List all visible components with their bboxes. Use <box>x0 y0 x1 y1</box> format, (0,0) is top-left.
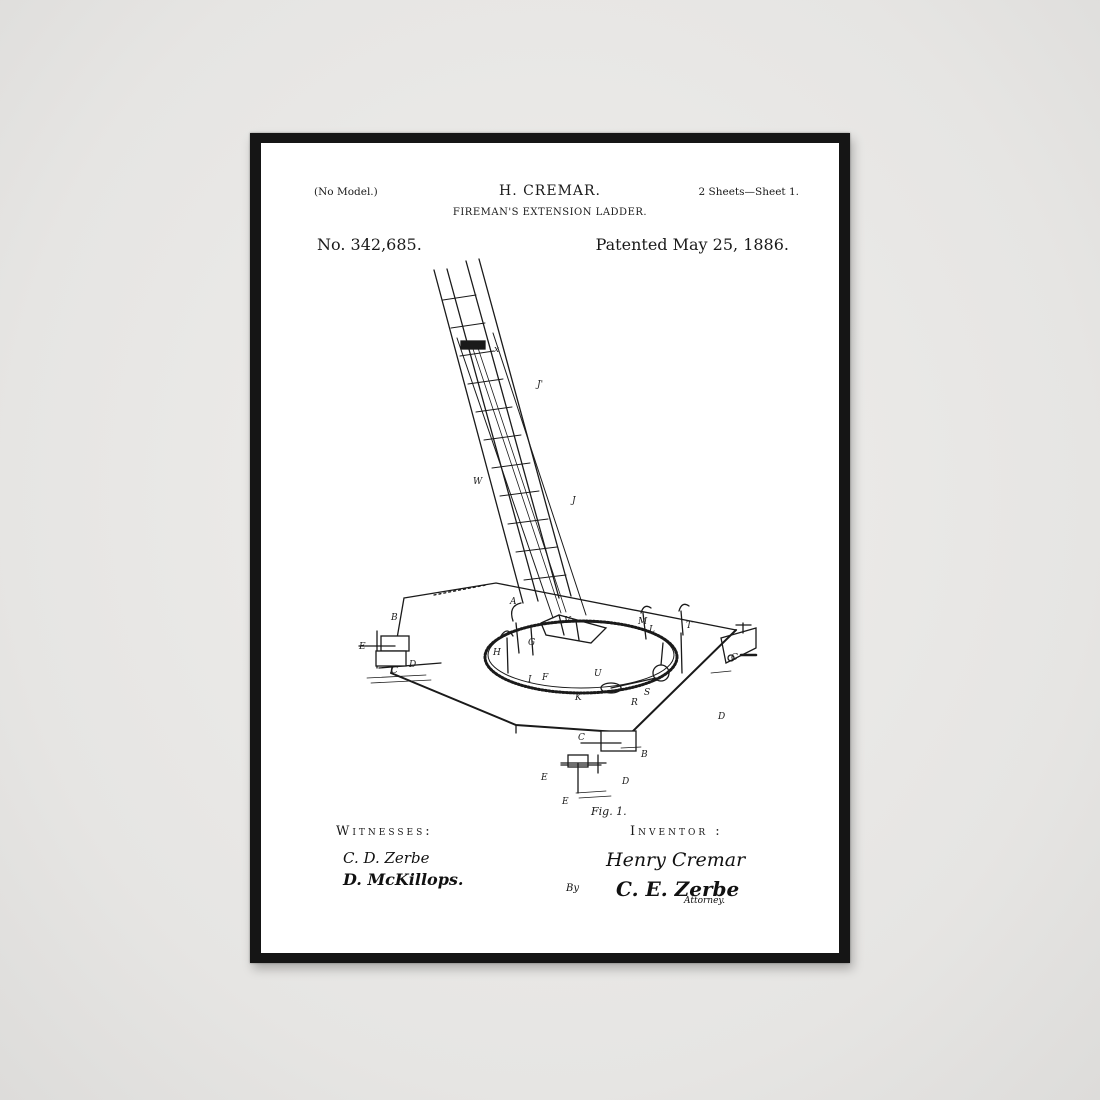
label-t: T <box>686 621 693 631</box>
winch-crank <box>600 642 670 694</box>
label-g: G <box>528 638 535 648</box>
label-b-front: B <box>640 750 648 760</box>
label-e: E <box>358 642 366 652</box>
label-d-right: D <box>717 712 725 722</box>
label-h: H <box>492 648 501 658</box>
label-w: W <box>473 477 483 487</box>
rope-guide-x <box>460 340 486 350</box>
label-e-lower: E <box>561 797 569 807</box>
label-s: S <box>644 688 650 698</box>
front-clamp <box>560 730 637 794</box>
witnesses-label: Witnesses: <box>336 824 433 839</box>
label-i: I <box>527 675 532 685</box>
attorney-signature: C. E. Zerbe <box>616 877 740 901</box>
label-m: M <box>637 617 648 627</box>
poster-frame: (No Model.) 2 Sheets—Sheet 1. H. CREMAR.… <box>250 133 850 963</box>
label-d: D <box>408 660 416 670</box>
inventor-name-heading: H. CREMAR. <box>498 183 602 199</box>
inventor-signature: Henry Cremar <box>606 849 746 871</box>
base-mechanism <box>510 602 690 656</box>
posts <box>500 630 683 674</box>
label-c: C <box>391 666 398 676</box>
label-k: K <box>574 693 583 703</box>
patent-date: Patented May 25, 1886. <box>595 235 789 254</box>
sheet-note: 2 Sheets—Sheet 1. <box>698 186 799 198</box>
platform <box>390 582 738 742</box>
label-d-front: D <box>621 777 629 787</box>
right-clamp <box>720 622 758 664</box>
label-c-front: C <box>578 733 585 743</box>
patent-number: No. 342,685. <box>317 235 422 254</box>
patent-print: (No Model.) 2 Sheets—Sheet 1. H. CREMAR.… <box>261 143 839 953</box>
inventor-label: Inventor : <box>630 824 723 839</box>
ladder-assembly <box>433 258 587 619</box>
label-e-front: E <box>540 773 548 783</box>
lower-ladder-section <box>456 332 587 619</box>
figure-label: Fig. 1. <box>590 805 627 818</box>
ladder-rungs <box>442 294 567 581</box>
model-note: (No Model.) <box>314 186 378 198</box>
label-a: A <box>509 597 517 607</box>
patent-title: FIREMAN'S EXTENSION LADDER. <box>452 207 648 218</box>
label-v: V <box>564 616 572 626</box>
left-clamp <box>358 630 442 669</box>
label-j-prime: J' <box>535 380 543 390</box>
attorney-label: Attorney. <box>684 896 726 906</box>
by-label: By <box>566 883 579 894</box>
label-r: R <box>630 698 638 708</box>
label-x: x <box>494 345 499 355</box>
label-f: F <box>541 673 549 683</box>
witness-signature-2: D. McKillops. <box>343 870 464 889</box>
ladder-drawing: x J' W J A B E C D H G I F K U V M L T R <box>358 258 758 818</box>
ground-shading <box>366 670 732 799</box>
label-l: L <box>648 625 655 635</box>
label-u: U <box>594 669 602 679</box>
label-b: B <box>390 613 398 623</box>
label-j: J <box>570 496 577 506</box>
witness-signature-1: C. D. Zerbe <box>343 849 430 867</box>
label-c-right: C <box>731 653 738 663</box>
upper-ladder-section <box>433 258 572 604</box>
